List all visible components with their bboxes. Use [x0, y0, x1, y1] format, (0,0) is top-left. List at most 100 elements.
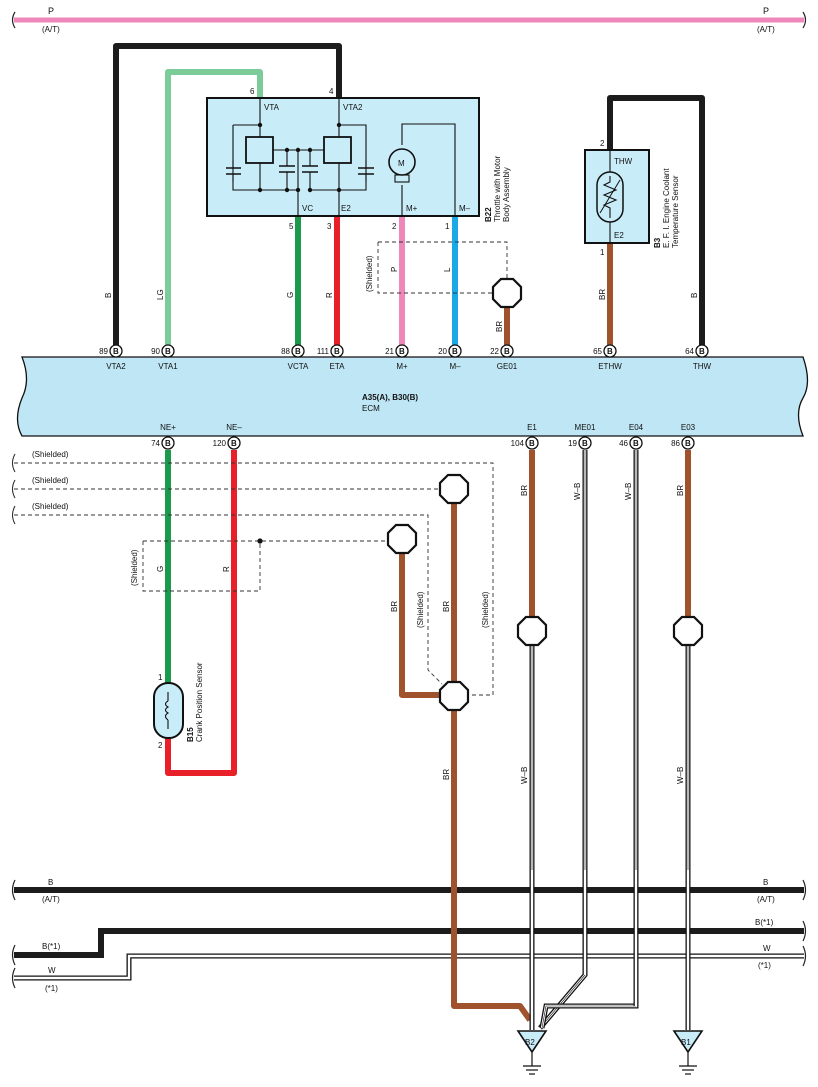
ecm-pin-number: 86 — [671, 439, 680, 448]
p-sub-left: (A/T) — [42, 25, 60, 34]
ecm-pin-name: E1 — [527, 423, 537, 432]
coolant-thw: THW — [614, 157, 633, 166]
crank-code: B15 — [186, 727, 195, 742]
ecm-pin-name: ME01 — [575, 423, 596, 432]
ecm-pin-number: 64 — [685, 347, 694, 356]
wc-vta1: LG — [156, 289, 165, 300]
wc-e1-wb: W–B — [520, 767, 529, 784]
ground-b2-label: B2 — [525, 1038, 535, 1047]
wc-e2: R — [325, 292, 334, 298]
throttle-mminus: M– — [459, 204, 471, 213]
splice-ge01 — [491, 277, 523, 309]
ecm-connector-marker — [578, 436, 592, 450]
ecm-pin-number: 111 — [317, 347, 330, 356]
bus-b-left: B — [48, 878, 53, 887]
coolant-code: B3 — [653, 237, 662, 248]
wc-e04: W–B — [624, 483, 633, 500]
wc-br-drain-a: BR — [390, 601, 399, 612]
ecm-pin-name: VCTA — [288, 362, 309, 371]
ecm-pin-name: NE– — [226, 423, 242, 432]
throttle-pin-1: 1 — [445, 222, 450, 231]
ecm-connector-letter: B — [295, 347, 301, 356]
coolant-name-1: E. F. I. Engine Coolant — [662, 168, 671, 248]
ecm-connector-marker — [161, 344, 175, 358]
wire-ne-minus — [165, 450, 237, 776]
throttle-pin-2: 2 — [392, 222, 397, 231]
p-label-left: P — [48, 6, 54, 16]
ecm-connector-letter: B — [504, 347, 510, 356]
ecm-connector-letter: B — [399, 347, 405, 356]
ground-b2: B2 — [516, 1030, 548, 1075]
throttle-vta: VTA — [264, 103, 280, 112]
p-label-right: P — [763, 6, 769, 16]
shield-label-1: (Shielded) — [32, 450, 69, 459]
top-p-bus: P (A/T) P (A/T) — [11, 6, 807, 34]
ecm-connector-letter: B — [699, 347, 705, 356]
wc-shield-a: (Shielded) — [416, 591, 425, 628]
throttle-name-1: Throttle with Motor — [493, 155, 502, 222]
crank-name: Crank Position Sensor — [195, 662, 204, 742]
wb-over-buses — [529, 870, 691, 1030]
bus-b1-right: B(*1) — [755, 918, 774, 927]
throttle-e2: E2 — [341, 204, 351, 213]
ecm-connector-letter: B — [165, 347, 171, 356]
wb-wires — [529, 450, 691, 1030]
wc-me01: W–B — [573, 483, 582, 500]
ecm-connector-marker — [629, 436, 643, 450]
lower-shields — [14, 462, 494, 696]
ecm-pin-name: E04 — [629, 423, 644, 432]
wire-vta1 — [165, 69, 263, 345]
ecm-connector-marker — [395, 344, 409, 358]
ecm-connector-marker — [330, 344, 344, 358]
throttle-body: M 6 4 5 3 2 1 VTA VTA2 VC E2 M+ M– B22 T… — [206, 87, 511, 231]
ecm-connector-letter: B — [607, 347, 613, 356]
wc-br-ground: BR — [442, 769, 451, 780]
lower-splices — [386, 473, 704, 712]
ecm-pin-top-5: B 20M– — [438, 344, 462, 371]
crank-sensor: 1 2 B15 Crank Position Sensor — [153, 662, 204, 750]
wc-ne-plus: G — [156, 566, 165, 572]
ecm-connector-marker — [448, 344, 462, 358]
throttle-vc: VC — [302, 204, 313, 213]
ecm-pin-number: 20 — [438, 347, 447, 356]
ecm-connector-letter: B — [334, 347, 340, 356]
ecm-connector-marker — [291, 344, 305, 358]
ecm-connector-marker — [603, 344, 617, 358]
ecm-pin-name: M+ — [396, 362, 408, 371]
coolant-pin-top: 2 — [600, 139, 605, 148]
ecm-connector-marker — [681, 436, 695, 450]
ecm-connector-marker — [525, 436, 539, 450]
wire-br-drain-a — [399, 553, 440, 698]
ecm-pin-number: 89 — [99, 347, 108, 356]
bus-b-left-sub: (A/T) — [42, 895, 60, 904]
wc-vta2: B — [104, 293, 113, 298]
shield-label-2: (Shielded) — [32, 476, 69, 485]
ecm-body — [16, 356, 809, 437]
ecm-title: A35(A), B30(B) — [362, 393, 418, 402]
wc-thw: B — [690, 293, 699, 298]
ecm-pin-name: NE+ — [160, 423, 176, 432]
ecm-pin-number: 22 — [490, 347, 499, 356]
ecm-pin-name: VTA1 — [158, 362, 178, 371]
ecm-connector-marker — [109, 344, 123, 358]
motor-symbol — [388, 148, 416, 176]
wc-crank-shield: (Shielded) — [130, 549, 139, 586]
ecm-pin-name: M– — [449, 362, 461, 371]
crank-pin-2: 2 — [158, 741, 163, 750]
bus-b1-left: B(*1) — [42, 942, 61, 951]
ecm-connector-letter: B — [452, 347, 458, 356]
ecm-pin-name: VTA2 — [106, 362, 126, 371]
throttle-code: B22 — [484, 207, 493, 222]
wire-thw — [607, 95, 705, 345]
bus-w-right: W — [763, 944, 771, 953]
ecm-connector-marker — [695, 344, 709, 358]
